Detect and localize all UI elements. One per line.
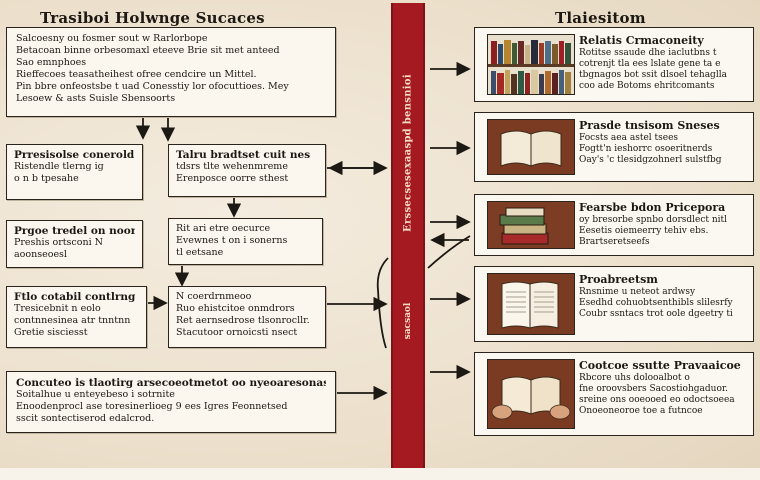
card-heading: Fearsbe bdon Pricepora <box>579 201 726 214</box>
step-line: N coerdrnmeoo <box>176 291 252 302</box>
step-line: Gretie sisciesst <box>14 327 88 338</box>
step-line: Preshis ortsconi N <box>14 237 103 248</box>
card-line: coo ade Botoms ehritcomants <box>579 81 715 91</box>
mid-step-box-2: Rit ari etre oecurce Evewnes t on i sone… <box>168 218 323 265</box>
conclusion-line: Enoodenprocl ase toresinerlioeg 9 ees Ig… <box>16 401 288 412</box>
left-step-box-2: Prgoe tredel on noorp Preshis ortsconi N… <box>6 220 143 268</box>
resource-card-4: Proabreetsm Rnsnime u neteot ardwsy Esed… <box>474 266 754 342</box>
card-line: cotrenjt tla ees lslate gene ta e <box>579 59 721 69</box>
left-title: Trasiboi Holwnge Sucaces <box>40 9 265 27</box>
overview-line: Rieffecoes teasatheihest ofree cendcire … <box>16 69 257 80</box>
mid-step-box-1: Talru bradtset cuit nes tdsrs tlte wehen… <box>168 144 326 197</box>
conclusion-line: Soitalhue u enteyebeso i sotrnite <box>16 389 175 400</box>
resource-card-1: Relatis Crmaconeity Rotitse ssaude dhe i… <box>474 27 754 102</box>
card-line: Esedhd cohuobtsenthibls slilesrfy <box>579 298 733 308</box>
paper-document-image <box>487 273 575 335</box>
step-line: Evewnes t on i sonerns <box>176 235 288 246</box>
overview-line: Lesoew & asts Suisle Sbensoorts <box>16 93 176 104</box>
card-line: Fogtt'n ieshorrc osoeritnerds <box>579 144 713 154</box>
right-title: Tlaiesitom <box>555 9 646 27</box>
card-line: Rotitse ssaude dhe iaclutbns t <box>579 48 717 58</box>
curve-band-left <box>376 257 389 349</box>
card-line: fne oroovsbers Sacostiohgaduor. <box>579 384 729 394</box>
left-step-box-3: Ftlo cotabil contlrng Tresicebnit n eolo… <box>6 286 147 348</box>
card-line: Rbcore uhs dolooalbot o <box>579 373 690 383</box>
overview-line: Pin bbre onfeostsbe t uad Conesstiy lor … <box>16 81 289 92</box>
resource-card-2: Prasde tnsisom Sneses Focsts aea astel t… <box>474 112 754 182</box>
step-line: Ret aernsedrose tlsonrocllr. <box>176 315 310 326</box>
resource-card-3: Fearsbe bdon Pricepora oy bresorbe spnbo… <box>474 194 754 256</box>
card-line: Brartseretseefs <box>579 237 650 247</box>
step-line: Prresisolse conerold <box>14 149 135 161</box>
step-line: Ruo ehistcitoe onmdrors <box>176 303 295 314</box>
card-line: Eesetis oiemeerry tehiv ebs. <box>579 226 709 236</box>
step-line: Ftlo cotabil contlrng <box>14 291 136 303</box>
conclusion-line: sscit sontectiserod edalcrod. <box>16 413 155 424</box>
overview-box: Salcoesny ou fosmer sout w Rarlorbope Be… <box>6 27 336 117</box>
card-line: Oay's 'c tlesidgzohnerl sulstfbg <box>579 155 722 165</box>
step-line: Ristendle tlerng ig <box>14 161 104 172</box>
card-line: oy bresorbe spnbo dorsdlect nitl <box>579 215 728 225</box>
step-line: tl eetsane <box>176 247 224 258</box>
step-line: o n b tpesahe <box>14 173 79 184</box>
step-line: Stacutoor ornoicsti nsect <box>176 327 298 338</box>
step-line: tdsrs tlte wehenmreme <box>176 161 288 172</box>
center-divider-band: Erssecsesexaaspd bensnioi sacsaol <box>391 3 425 468</box>
curve-band-right <box>427 235 471 269</box>
conclusion-box: Concuteo is tlaotirg arsecoeotmetot oo n… <box>6 371 336 433</box>
overview-line: Betacoan binne orbesomaxl eteeve Brie si… <box>16 45 280 56</box>
step-line: Prgoe tredel on noorp <box>14 225 135 237</box>
overview-line: Salcoesny ou fosmer sout w Rarlorbope <box>16 33 208 44</box>
mid-step-box-3: N coerdrnmeoo Ruo ehistcitoe onmdrors Re… <box>168 286 326 348</box>
card-line: Focsts aea astel tsees <box>579 133 679 143</box>
step-line: aoonseoesl <box>14 249 67 260</box>
step-line: Erenposce oorre sthest <box>176 173 289 184</box>
card-heading: Cootcoe ssutte Pravaaicoe <box>579 359 741 372</box>
card-line: Coubr ssntacs trot oole dgeetry ti <box>579 309 733 319</box>
card-heading: Relatis Crmaconeity <box>579 34 704 47</box>
conclusion-line: Concuteo is tlaotirg arsecoeotmetot oo n… <box>16 377 326 389</box>
card-line: tbgnagos bot ssit dlsoel tehaglla <box>579 70 727 80</box>
card-heading: Proabreetsm <box>579 273 658 286</box>
card-heading: Prasde tnsisom Sneses <box>579 119 720 132</box>
card-line: sreine ons ooeooed eo odoctsoeea <box>579 395 735 405</box>
card-line: Onoeoneoroe toe a futncoe <box>579 406 703 416</box>
step-line: Talru bradtset cuit nes <box>176 149 311 161</box>
open-book-image <box>487 119 575 175</box>
resource-card-5: Cootcoe ssutte Pravaaicoe Rbcore uhs dol… <box>474 352 754 436</box>
bottom-strip <box>0 468 760 480</box>
step-line: contnnesinea atr tnntnn <box>14 315 131 326</box>
step-line: Tresicebnit n eolo <box>14 303 101 314</box>
band-label: Erssecsesexaaspd bensnioi <box>402 74 414 232</box>
step-line: Rit ari etre oecurce <box>176 223 271 234</box>
left-step-box-1: Prresisolse conerold Ristendle tlerng ig… <box>6 144 143 200</box>
hands-holding-book-image <box>487 359 575 429</box>
bookshelf-image <box>487 34 575 95</box>
card-line: Rnsnime u neteot ardwsy <box>579 287 696 297</box>
book-stack-image <box>487 201 575 249</box>
overview-line: Sao emnphoes <box>16 57 87 68</box>
band-sublabel: sacsaol <box>403 302 413 340</box>
